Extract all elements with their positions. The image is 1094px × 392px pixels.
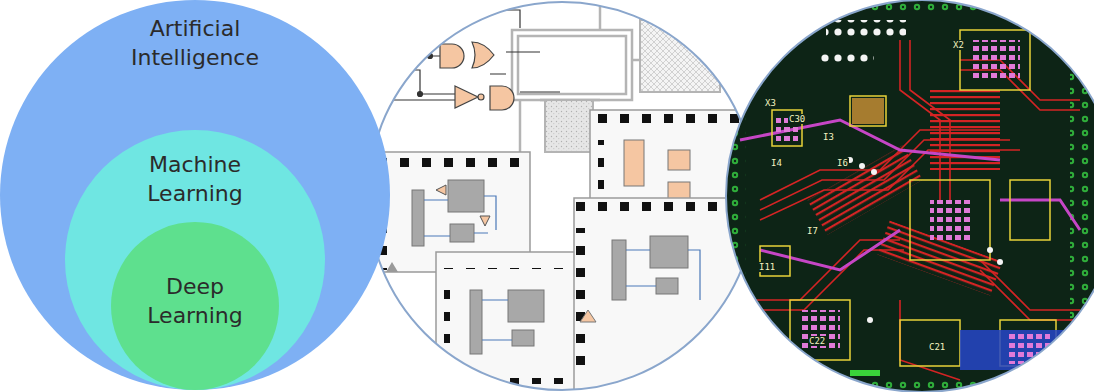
silkscreen-label: I3: [822, 132, 835, 142]
circle-label: Machine Learning: [110, 150, 280, 208]
silkscreen-label: I7: [806, 226, 819, 236]
silkscreen-label: C22: [808, 336, 826, 346]
circle-label: Artificial Intelligence: [90, 14, 300, 72]
ml-circle: Machine LearningDeep Learning: [65, 130, 325, 390]
silkscreen-label: X2: [952, 40, 965, 50]
schematic-illustration: [368, 0, 760, 392]
silkscreen-label: C21: [928, 342, 946, 352]
silkscreen-label: I6: [836, 158, 849, 168]
silkscreen-label: I11: [758, 262, 776, 272]
dl-circle: Deep Learning: [111, 222, 279, 390]
ai-circle: Artificial IntelligenceMachine LearningD…: [0, 0, 390, 390]
circle-label: Deep Learning: [130, 272, 260, 330]
silkscreen-label: I4: [770, 158, 783, 168]
silkscreen-label: C30: [788, 114, 806, 124]
pcb-illustration: [724, 0, 1094, 392]
silkscreen-label: X3: [764, 98, 777, 108]
